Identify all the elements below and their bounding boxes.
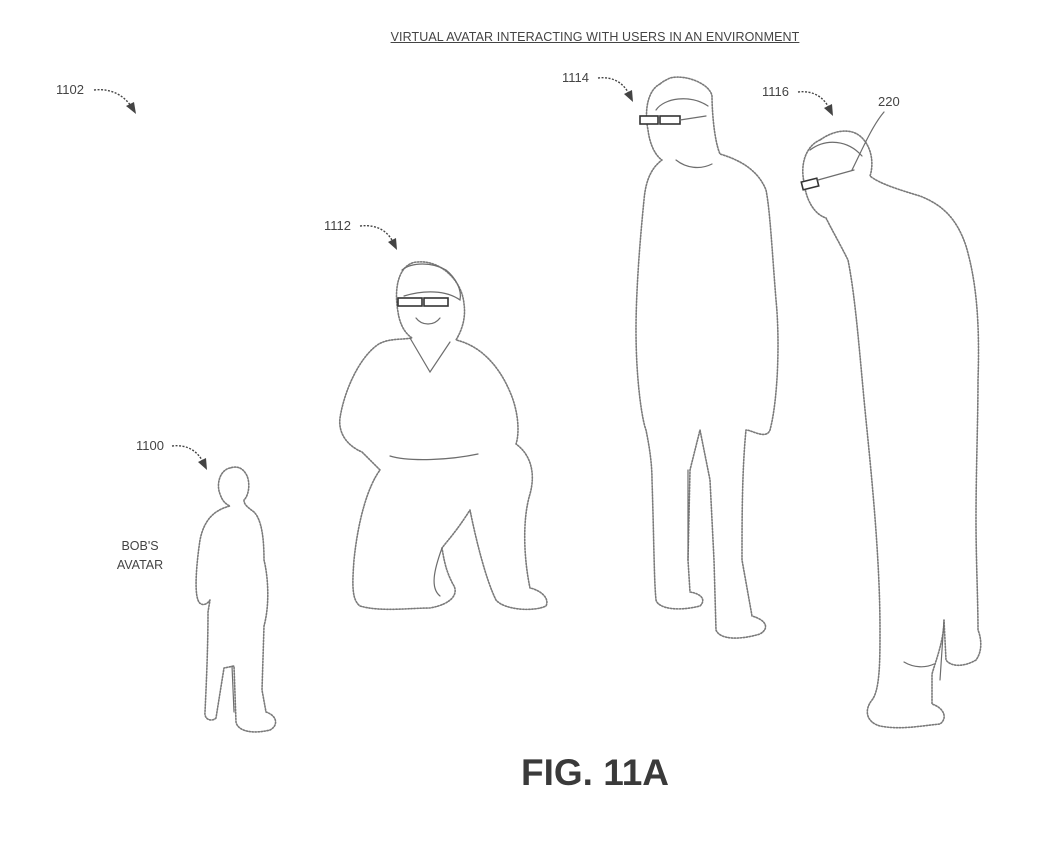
crouching-user-hair [401, 263, 461, 302]
crouching-user-figure [338, 261, 548, 611]
ref-1116: 1116 [762, 84, 833, 116]
crouching-user-collar [409, 337, 451, 374]
figure-caption: FIG. 11A [520, 752, 670, 793]
bobs-avatar-figure [195, 466, 277, 733]
leaning-user-leg-line [939, 619, 945, 681]
avatar-label-line2: AVATAR [117, 558, 163, 572]
ref-label-220: 220 [878, 94, 900, 109]
arrowhead-1116 [824, 104, 833, 116]
ref-220: 220 [851, 94, 900, 171]
standing-user-glasses-lens-2 [659, 115, 681, 125]
arrowhead-1100 [198, 458, 207, 470]
ref-label-1100: 1100 [136, 438, 164, 453]
leader-arrow-1102 [93, 89, 132, 107]
ref-1102: 1102 [56, 82, 136, 114]
standing-user-glasses-arm [679, 115, 707, 121]
leaning-user-figure [800, 130, 982, 729]
standing-user-glasses-lens [639, 115, 659, 125]
leaning-user-knee-line [903, 661, 935, 668]
leaning-user-glasses-lens [800, 177, 820, 191]
arrowhead-1102 [126, 102, 136, 114]
crouching-user-inner-leg [433, 547, 443, 597]
arrowhead-1112 [388, 238, 397, 250]
leaning-user-hair-line [809, 141, 863, 157]
standing-user-collar [675, 159, 713, 169]
crouching-user-glasses-right [423, 297, 449, 307]
leader-arrow-1112 [359, 225, 394, 243]
arrowhead-1114 [624, 90, 633, 102]
crouching-user-smile [415, 317, 441, 325]
standing-user-outline [635, 76, 779, 639]
ref-1112: 1112 [324, 218, 397, 250]
ref-label-1116: 1116 [762, 84, 789, 99]
crouching-user-glasses-left [397, 297, 423, 307]
avatar-label-line1: BOB'S [121, 539, 158, 553]
crouching-user-outline [338, 261, 548, 611]
leader-arrow-1114 [597, 77, 630, 95]
ref-label-1112: 1112 [324, 218, 351, 233]
leaning-user-outline [802, 130, 982, 729]
ref-1100: 1100 [136, 438, 207, 470]
ref-label-1114: 1114 [562, 70, 589, 85]
leader-arrow-1100 [171, 445, 204, 463]
bobs-avatar-leg-line [231, 665, 235, 713]
leader-line-220 [851, 111, 885, 171]
figure-title: VIRTUAL AVATAR INTERACTING WITH USERS IN… [390, 30, 800, 44]
standing-user-hair-line [655, 98, 709, 111]
bobs-avatar-outline [195, 466, 277, 733]
leader-arrow-1116 [797, 91, 830, 109]
leaning-user-glasses-arm [817, 169, 855, 181]
crouching-user-waist [389, 453, 479, 461]
ref-label-1102: 1102 [56, 82, 84, 97]
ref-1114: 1114 [562, 70, 633, 102]
standing-user-figure [635, 76, 779, 639]
